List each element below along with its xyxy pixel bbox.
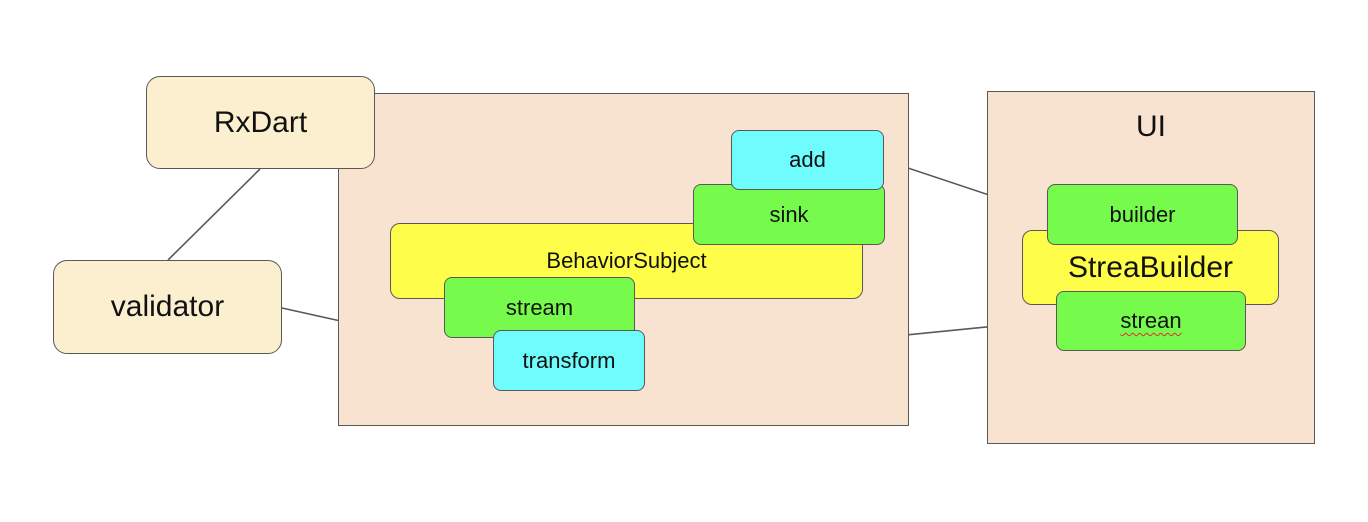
ui-panel-title: UI xyxy=(1136,110,1166,143)
rxdart-label: RxDart xyxy=(213,105,308,139)
rxdart-node: RxDart xyxy=(146,76,375,169)
behavior-subject-label: BehaviorSubject xyxy=(546,248,707,273)
stream-node: stream xyxy=(444,277,635,338)
builder-node: builder xyxy=(1047,184,1238,245)
sink-node: sink xyxy=(693,184,885,245)
strean-label: strean xyxy=(1120,308,1182,333)
stream-builder-label: StreaBuilder xyxy=(1067,250,1234,284)
validator-node: validator xyxy=(53,260,282,354)
transform-node: transform xyxy=(493,330,645,391)
add-label: add xyxy=(789,147,826,172)
validator-label: validator xyxy=(110,290,225,323)
transform-label: transform xyxy=(522,347,616,373)
rxdart-validator-connector xyxy=(167,168,261,261)
sink-label: sink xyxy=(769,201,809,227)
builder-label: builder xyxy=(1109,201,1176,227)
strean-node: strean xyxy=(1056,291,1246,351)
stream-label: stream xyxy=(505,294,574,320)
add-node: add xyxy=(731,130,884,190)
